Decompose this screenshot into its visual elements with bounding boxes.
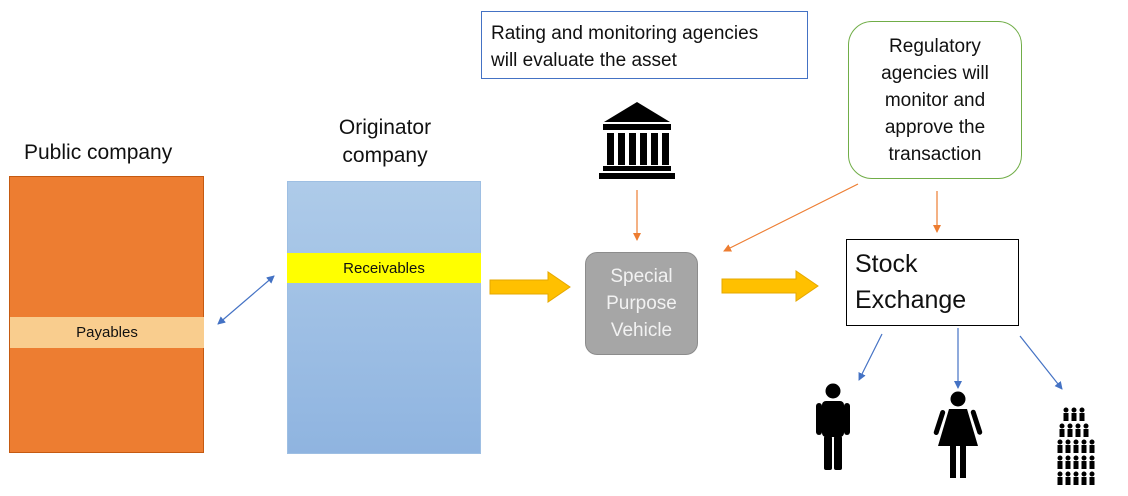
- special-purpose-vehicle-box: Special Purpose Vehicle: [585, 252, 698, 355]
- public-company-label: Public company: [24, 141, 173, 164]
- spv-to-exchange-arrow: [721, 270, 819, 302]
- exchange-to-crowd-arrow: [1019, 335, 1063, 390]
- woman-icon: [933, 391, 983, 478]
- payables-band: Payables: [10, 317, 204, 348]
- originator-to-spv-arrow: [489, 271, 571, 303]
- stock-exchange-box: Stock Exchange: [846, 239, 1019, 326]
- originator-company-box: [287, 181, 481, 454]
- regulatory-to-spv-arrow: [723, 183, 859, 252]
- public-company-box: [9, 176, 204, 453]
- bank-building-icon: [599, 102, 675, 179]
- receivables-band: Receivables: [287, 253, 481, 283]
- spv-label: Special Purpose Vehicle: [606, 266, 677, 341]
- payables-receivables-arrow: [217, 275, 275, 325]
- regulatory-label: Regulatory agencies will monitor and app…: [881, 35, 989, 165]
- crowd-icon: [1057, 407, 1095, 485]
- payables-label: Payables: [76, 324, 138, 341]
- man-icon: [816, 383, 850, 470]
- regulatory-agencies-box: Regulatory agencies will monitor and app…: [848, 21, 1022, 179]
- originator-company-label: Originator company: [338, 116, 432, 167]
- rating-agencies-box: Rating and monitoring agencies will eval…: [481, 11, 808, 79]
- exchange-to-man-arrow: [858, 333, 883, 381]
- receivables-label: Receivables: [343, 259, 425, 277]
